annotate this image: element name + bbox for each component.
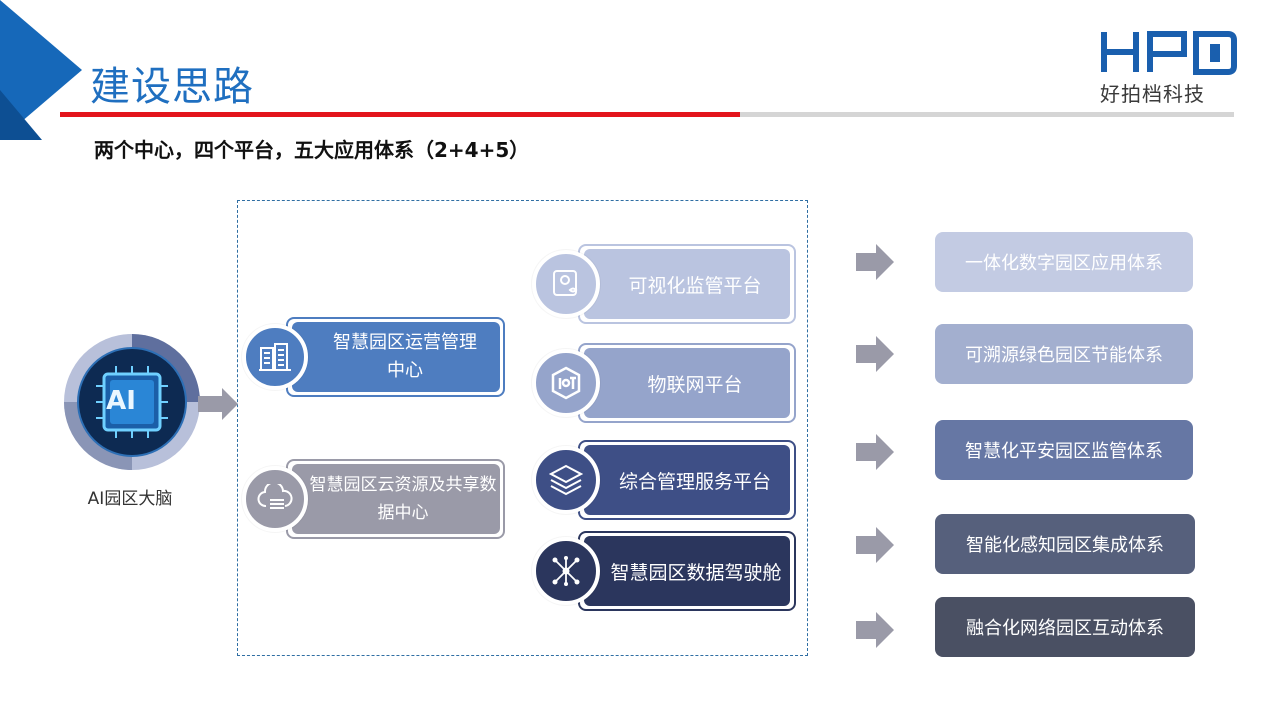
monitor-gear-icon [532, 250, 600, 318]
arrow-right-icon [856, 612, 894, 648]
platform-4-label: 智慧园区数据驾驶舱 [610, 561, 782, 584]
arrow-right-icon [856, 527, 894, 563]
ai-chip-text: AI [106, 386, 136, 416]
system-3-box: 智慧化平安园区监管体系 [935, 420, 1193, 480]
iot-icon [532, 349, 600, 417]
platform-3-label: 综合管理服务平台 [618, 470, 771, 493]
platform-1-label: 可视化监管平台 [628, 274, 762, 297]
logo-company-name: 好拍档科技 [1100, 82, 1205, 106]
page-title: 建设思路 [90, 64, 254, 110]
system-1-box: 一体化数字园区应用体系 [935, 232, 1193, 292]
page-subtitle: 两个中心，四个平台，五大应用体系（2+4+5） [94, 138, 530, 162]
ai-brain-label: AI园区大脑 [87, 489, 173, 509]
arrow-right-icon [856, 336, 894, 372]
system-5-box: 融合化网络园区互动体系 [935, 597, 1195, 657]
hpd-logo [1101, 31, 1237, 75]
system-2-box: 可溯源绿色园区节能体系 [935, 324, 1193, 384]
platform-3-box: 综合管理服务平台 [584, 445, 790, 515]
system-5-label: 融合化网络园区互动体系 [966, 618, 1164, 639]
title-underline-red [60, 112, 740, 117]
system-3-label: 智慧化平安园区监管体系 [965, 441, 1163, 462]
system-4-label: 智能化感知园区集成体系 [966, 535, 1164, 556]
system-2-label: 可溯源绿色园区节能体系 [965, 345, 1163, 366]
center-1-box: 智慧园区运营管理中心 [292, 322, 500, 392]
platform-2-label: 物联网平台 [647, 373, 743, 396]
system-1-label: 一体化数字园区应用体系 [965, 253, 1163, 274]
arrow-right-icon [856, 434, 894, 470]
center-2-label: 智慧园区云资源及共享数据中心 [309, 475, 497, 523]
building-icon [242, 324, 308, 390]
platform-1-box: 可视化监管平台 [584, 249, 790, 319]
ai-brain-graphic [64, 334, 238, 470]
center-2-box: 智慧园区云资源及共享数据中心 [292, 464, 500, 534]
corner-decoration [0, 0, 82, 140]
platform-4-box: 智慧园区数据驾驶舱 [584, 536, 790, 606]
arrow-right-icon [856, 244, 894, 280]
title-underline-grey [740, 112, 1234, 117]
cloud-server-icon [242, 466, 308, 532]
platform-2-box: 物联网平台 [584, 348, 790, 418]
layers-icon [532, 446, 600, 514]
system-4-box: 智能化感知园区集成体系 [935, 514, 1195, 574]
network-nodes-icon [532, 537, 600, 605]
platform-frame [237, 200, 808, 656]
center-1-label: 智慧园区运营管理中心 [333, 332, 477, 381]
